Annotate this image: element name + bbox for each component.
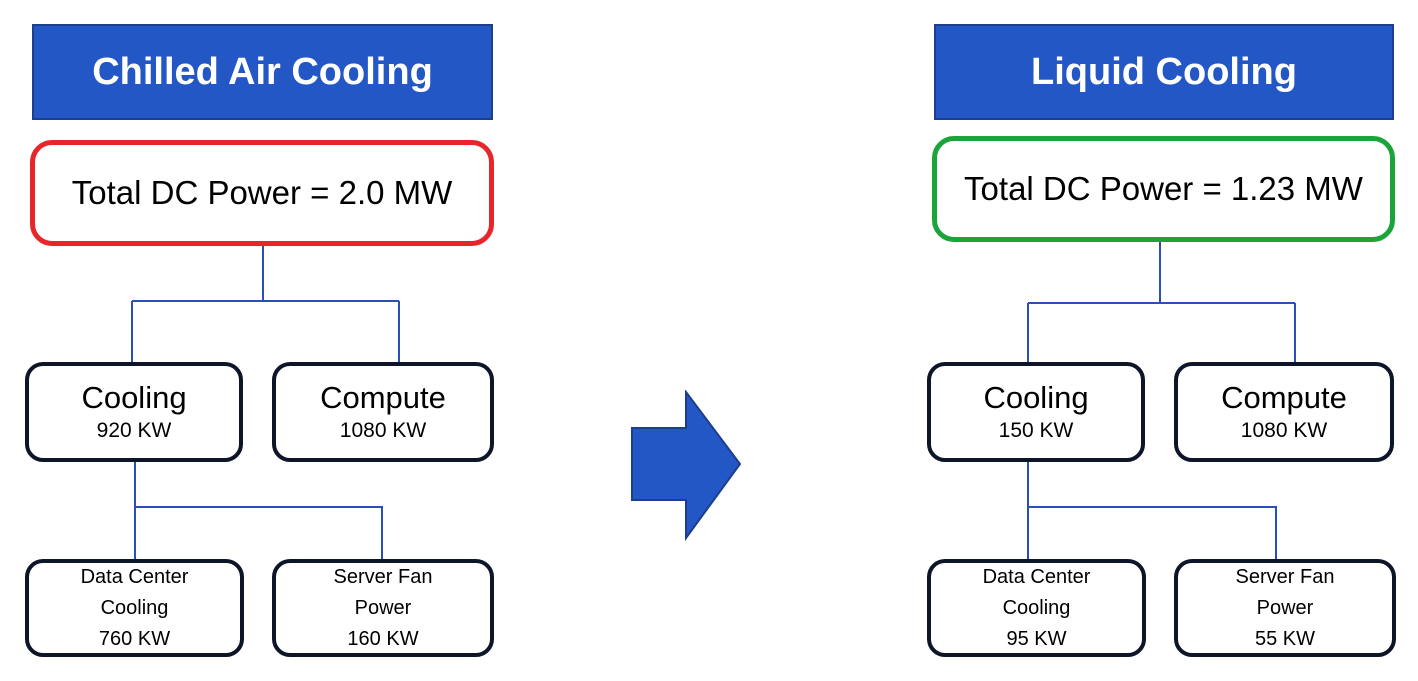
- left-dc-cooling-value: 760 KW: [98, 627, 171, 650]
- right-total-power-box: Total DC Power = 1.23 MW: [932, 136, 1395, 242]
- right-fan-power-box: Server Fan Power 55 KW: [1174, 559, 1396, 657]
- right-cooling-value: 150 KW: [998, 419, 1074, 442]
- right-cooling-box: Cooling 150 KW: [927, 362, 1145, 462]
- left-header: Chilled Air Cooling: [32, 24, 493, 120]
- left-cooling-value: 920 KW: [96, 419, 172, 442]
- right-connector-total: [1027, 242, 1296, 362]
- right-connector-cooling: [1027, 462, 1277, 559]
- right-fan-power-line1: Server Fan: [1235, 565, 1335, 588]
- right-compute-value: 1080 KW: [1240, 419, 1328, 442]
- left-compute-box: Compute 1080 KW: [272, 362, 494, 462]
- right-dc-cooling-line1: Data Center: [982, 565, 1091, 588]
- right-compute-label: Compute: [1221, 380, 1347, 415]
- right-dc-cooling-line2: Cooling: [1002, 596, 1071, 619]
- right-compute-box: Compute 1080 KW: [1174, 362, 1394, 462]
- left-compute-value: 1080 KW: [339, 419, 427, 442]
- right-fan-power-line2: Power: [1256, 596, 1314, 619]
- left-dc-cooling-line1: Data Center: [80, 565, 189, 588]
- right-total-power: Total DC Power = 1.23 MW: [964, 170, 1363, 207]
- left-cooling-label: Cooling: [81, 380, 187, 415]
- right-arrow-icon: [631, 390, 742, 542]
- left-fan-power-box: Server Fan Power 160 KW: [272, 559, 494, 657]
- left-connector-cooling: [134, 462, 383, 559]
- right-header: Liquid Cooling: [934, 24, 1394, 120]
- right-fan-power-value: 55 KW: [1254, 627, 1316, 650]
- left-fan-power-line1: Server Fan: [333, 565, 433, 588]
- left-compute-label: Compute: [320, 380, 446, 415]
- left-dc-cooling-line2: Cooling: [100, 596, 169, 619]
- left-fan-power-value: 160 KW: [347, 627, 419, 650]
- left-fan-power-line2: Power: [354, 596, 412, 619]
- left-connector-total: [131, 246, 400, 362]
- right-title: Liquid Cooling: [1031, 50, 1297, 93]
- right-dc-cooling-box: Data Center Cooling 95 KW: [927, 559, 1146, 657]
- left-cooling-box: Cooling 920 KW: [25, 362, 243, 462]
- left-title: Chilled Air Cooling: [92, 50, 433, 93]
- right-dc-cooling-value: 95 KW: [1006, 627, 1067, 650]
- left-total-power-box: Total DC Power = 2.0 MW: [30, 140, 494, 246]
- left-total-power: Total DC Power = 2.0 MW: [71, 174, 453, 211]
- right-cooling-label: Cooling: [983, 380, 1089, 415]
- left-dc-cooling-box: Data Center Cooling 760 KW: [25, 559, 244, 657]
